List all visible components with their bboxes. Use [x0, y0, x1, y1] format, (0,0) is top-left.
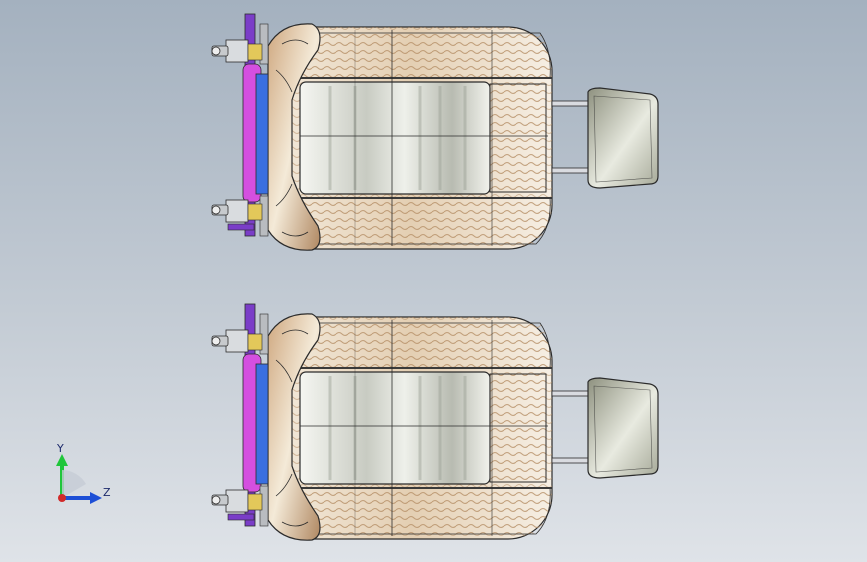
x-axis-point	[58, 494, 66, 502]
y-axis-arrowhead	[56, 454, 68, 466]
triad-plane	[62, 470, 86, 498]
seat-assembly-bottom[interactable]	[210, 302, 660, 542]
z-axis-arrowhead	[90, 492, 102, 504]
coordinate-triad	[56, 454, 102, 504]
seat-assembly-top[interactable]	[210, 12, 660, 252]
